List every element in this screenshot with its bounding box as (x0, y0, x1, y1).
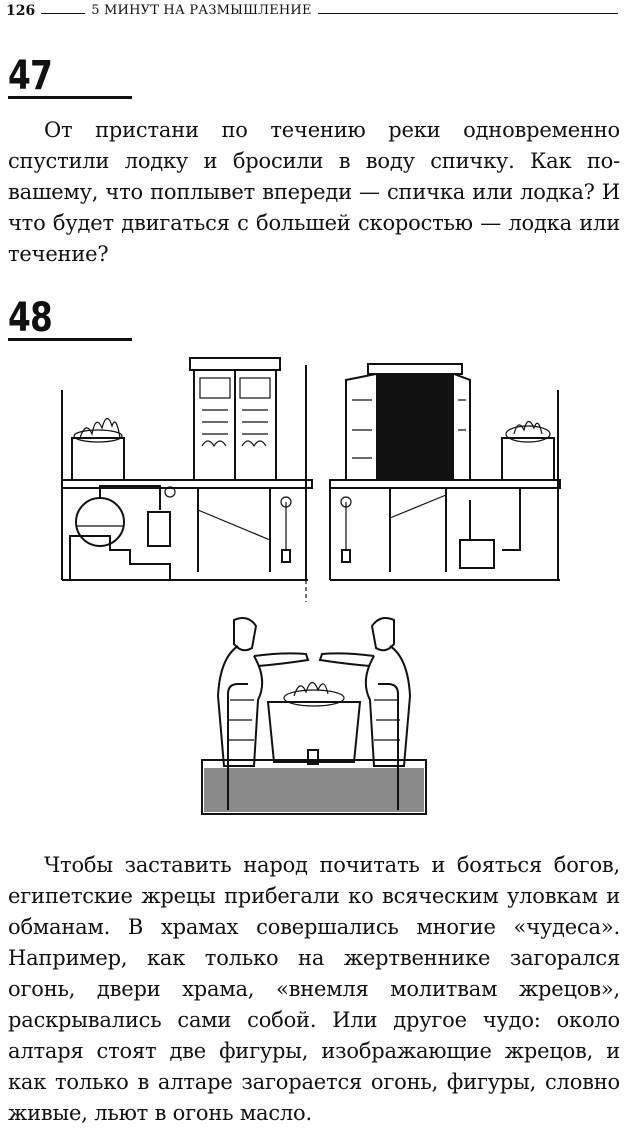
problem-47-rule (8, 96, 132, 99)
page-number: 126 (6, 3, 36, 19)
running-head-lead-rule (41, 13, 86, 14)
running-head-title: 5 МИНУТ НА РАЗМЫШЛЕНИЕ (91, 3, 312, 18)
problem-48-text: Чтобы заставить народ почитать и бояться… (8, 853, 620, 1125)
priests-altar-icon (201, 617, 427, 815)
problem-47-text: От пристани по течению реки одновременно… (8, 118, 620, 266)
problem-47-number: 47 (8, 53, 53, 99)
problem-48-number: 48 (8, 295, 53, 341)
problem-48-rule (8, 338, 132, 341)
running-head: 126 5 МИНУТ НА РАЗМЫШЛЕНИЕ (6, 0, 618, 18)
running-head-rule (317, 13, 618, 14)
temple-doors-icon (61, 357, 561, 602)
